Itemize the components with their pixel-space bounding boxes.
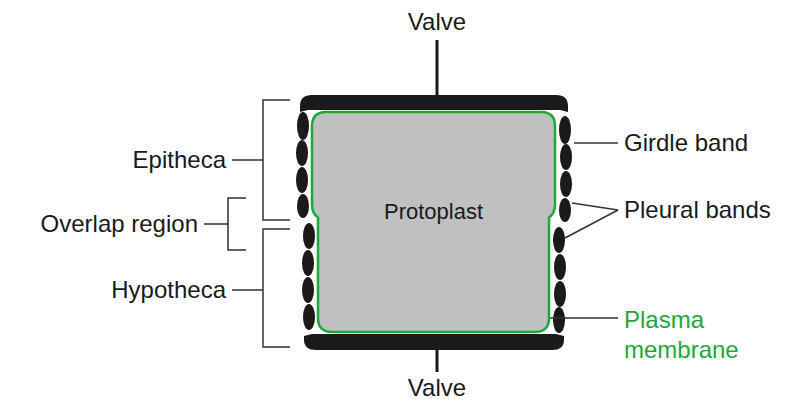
- valve-label: Valve: [408, 7, 466, 37]
- bracket: [204, 100, 290, 347]
- valve-label: Valve: [408, 373, 466, 403]
- leader-line: [436, 40, 439, 96]
- part-label: Hypotheca: [111, 275, 226, 305]
- part-label: Girdle band: [624, 128, 748, 158]
- leader-line: [436, 349, 439, 372]
- plasma-membrane-line: [312, 112, 555, 332]
- membrane-label: Plasma membrane: [624, 305, 774, 365]
- protoplast-shape: Protoplast: [312, 112, 555, 332]
- part-label: Epitheca: [133, 145, 226, 175]
- node-text: Protoplast: [312, 198, 555, 226]
- part-label: Overlap region: [41, 209, 198, 239]
- valve-shape: [304, 334, 564, 350]
- valve-shape: [300, 95, 568, 112]
- part-label: Pleural bands: [624, 195, 771, 225]
- girdle-bands: [296, 112, 572, 333]
